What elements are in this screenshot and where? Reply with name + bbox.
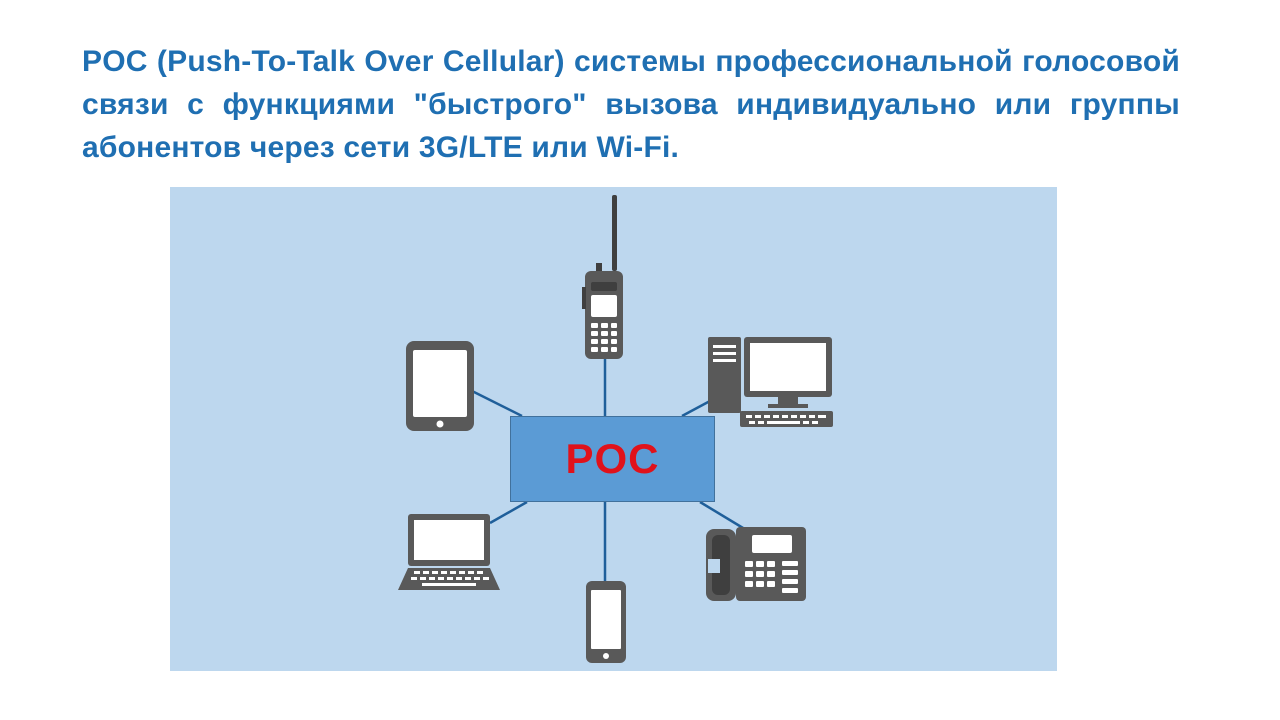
- desktop-computer-icon: [708, 337, 833, 427]
- laptop-icon: [398, 514, 500, 590]
- link-laptop: [489, 500, 528, 525]
- smartphone-icon: [586, 581, 626, 663]
- poc-hub-box: POC: [510, 416, 715, 502]
- link-desktop: [681, 399, 711, 418]
- desk-phone-icon: [706, 527, 806, 601]
- link-desk-phone: [699, 500, 749, 533]
- poc-hub-label: POC: [565, 435, 660, 482]
- network-diagram: POC: [170, 187, 1057, 671]
- radio-handset-icon: [582, 195, 623, 359]
- link-tablet: [471, 389, 523, 418]
- tablet-icon: [406, 341, 474, 431]
- slide-heading: POC (Push-To-Talk Over Cellular) системы…: [82, 45, 1180, 164]
- connection-lines: [471, 359, 749, 581]
- diagram-graphics: [398, 195, 833, 663]
